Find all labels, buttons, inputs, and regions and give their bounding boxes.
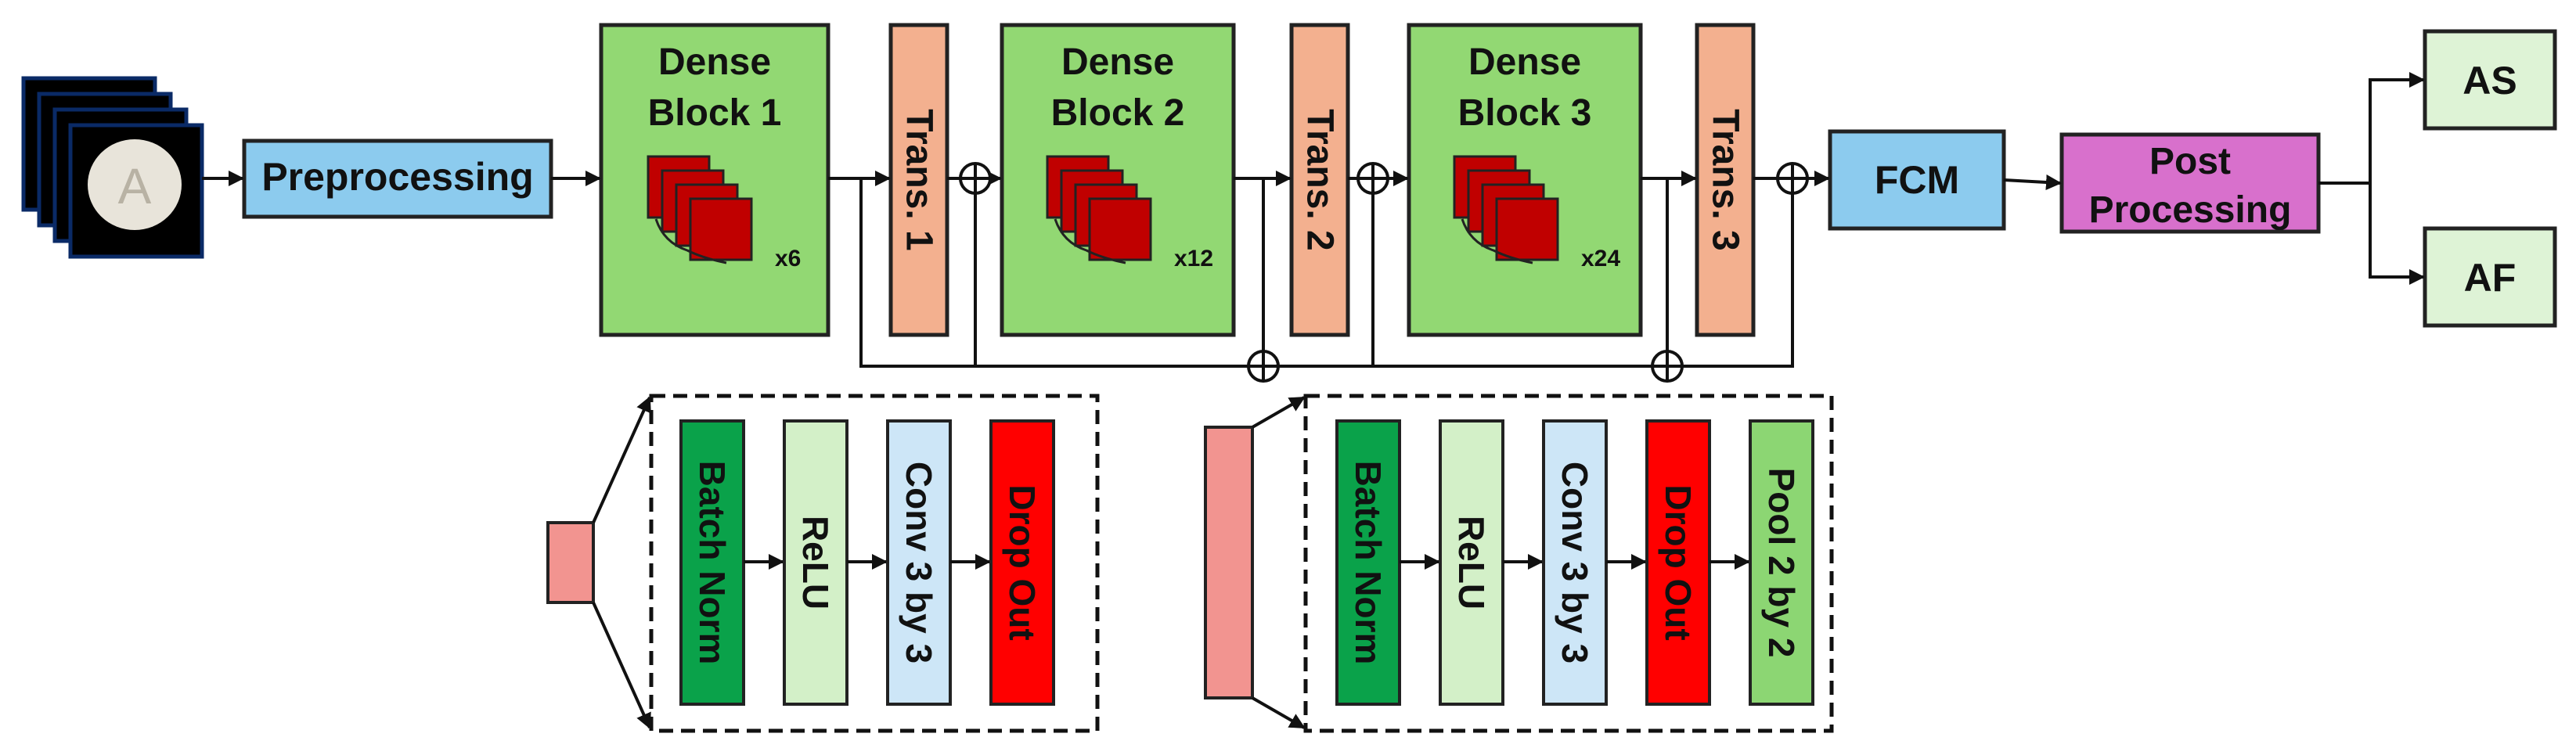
dense-block-1-subtitle: Block 1: [648, 92, 782, 134]
transition-3: Trans. 3: [1695, 23, 1756, 337]
transition-layer-box: [1645, 419, 1711, 706]
output-af-label: AF: [2464, 256, 2517, 300]
dense-block-1-title: Dense: [658, 41, 771, 83]
dense-block-2-title: Dense: [1061, 41, 1174, 83]
transition-layer-frame: [1303, 394, 1834, 733]
dense-block-3-subtitle: Block 3: [1458, 92, 1592, 134]
preprocessing-label: Preprocessing: [261, 155, 533, 199]
skip-connections: [859, 178, 1794, 368]
transition-1-label: Trans. 1: [899, 109, 940, 250]
dense-layer-box: [989, 419, 1055, 706]
transition-layer-box: [1749, 419, 1814, 706]
transition-layer-label: Batch Norm: [1348, 461, 1389, 665]
dense-layer-label: ReLU: [795, 516, 836, 610]
dense-block-3-title: Dense: [1468, 41, 1581, 83]
post-processing-box: [2059, 132, 2321, 234]
dense-connection-curve: [654, 218, 727, 264]
dense-block-2-repeat: x12: [1174, 246, 1213, 272]
transition-layer-expander: [1204, 426, 1254, 699]
transition-2-label: Trans. 2: [1299, 109, 1341, 250]
transition-layer-label: ReLU: [1451, 516, 1492, 610]
fcm-label: FCM: [1875, 158, 1959, 202]
sum-junction: [959, 162, 992, 195]
main-flow-connectors: [202, 72, 2425, 285]
pill-image: [88, 139, 182, 230]
transition-layer-label: Drop Out: [1658, 484, 1699, 640]
dense-block-2: Dense Block 2 x12: [1000, 23, 1236, 337]
sum-junction: [1651, 350, 1684, 383]
dense-block-3: Dense Block 3 x24: [1407, 23, 1643, 337]
post-processing-title: Post: [2149, 141, 2231, 182]
dense-block-1: Dense Block 1 x6: [599, 23, 830, 337]
feature-map-stack-2: [1046, 155, 1152, 264]
sum-junctions: [959, 162, 1809, 383]
dense-connection-curve: [1461, 218, 1533, 264]
dense-block-3-repeat: x24: [1581, 246, 1620, 272]
transition-2: Trans. 2: [1289, 23, 1350, 337]
feature-map: [689, 197, 753, 261]
dense-connection-curve: [1054, 218, 1126, 264]
sum-junction: [1247, 350, 1280, 383]
feature-map-stack-1: [647, 155, 753, 264]
transition-layer-label: Pool 2 by 2: [1761, 468, 1802, 658]
pill-letter: A: [118, 158, 152, 214]
input-image-stack: A: [21, 76, 204, 259]
feature-map: [1088, 197, 1152, 261]
dense-block-2-subtitle: Block 2: [1051, 92, 1185, 134]
dense-layer-label: Conv 3 by 3: [899, 462, 939, 663]
feature-map-stack-3: [1453, 155, 1559, 264]
transition-layer-label: Conv 3 by 3: [1555, 462, 1595, 663]
sum-junction: [1356, 162, 1389, 195]
feature-map: [1495, 197, 1559, 261]
output-as-label: AS: [2463, 59, 2517, 102]
dense-layer-label: Drop Out: [1002, 484, 1043, 640]
transition-layer-box: [1335, 419, 1401, 706]
transition-1: Trans. 1: [888, 23, 949, 337]
transition-layer-detail: Batch Norm ReLU Conv 3 by 3 Drop Out Pool 2 …: [1204, 394, 1834, 733]
dense-layer-box: [679, 419, 745, 706]
transition-layer-box: [1439, 419, 1504, 706]
preprocessing-box: [242, 138, 553, 219]
dense-layer-detail: Batch Norm ReLU Conv 3 by 3 Drop Out: [546, 394, 1100, 733]
fcm-box: [1828, 129, 2006, 231]
post-processing-subtitle: Processing: [2089, 189, 2292, 231]
dense-layer-expander: [546, 521, 595, 604]
transition-3-label: Trans. 3: [1705, 109, 1746, 250]
sum-junction: [1776, 162, 1809, 195]
output-as-box: [2423, 29, 2557, 131]
dense-block-1-repeat: x6: [775, 246, 801, 272]
dense-layer-frame: [649, 394, 1100, 733]
output-af-box: [2423, 226, 2557, 328]
dense-layer-box: [886, 419, 952, 706]
transition-layer-box: [1542, 419, 1608, 706]
dense-layer-label: Batch Norm: [692, 461, 733, 665]
